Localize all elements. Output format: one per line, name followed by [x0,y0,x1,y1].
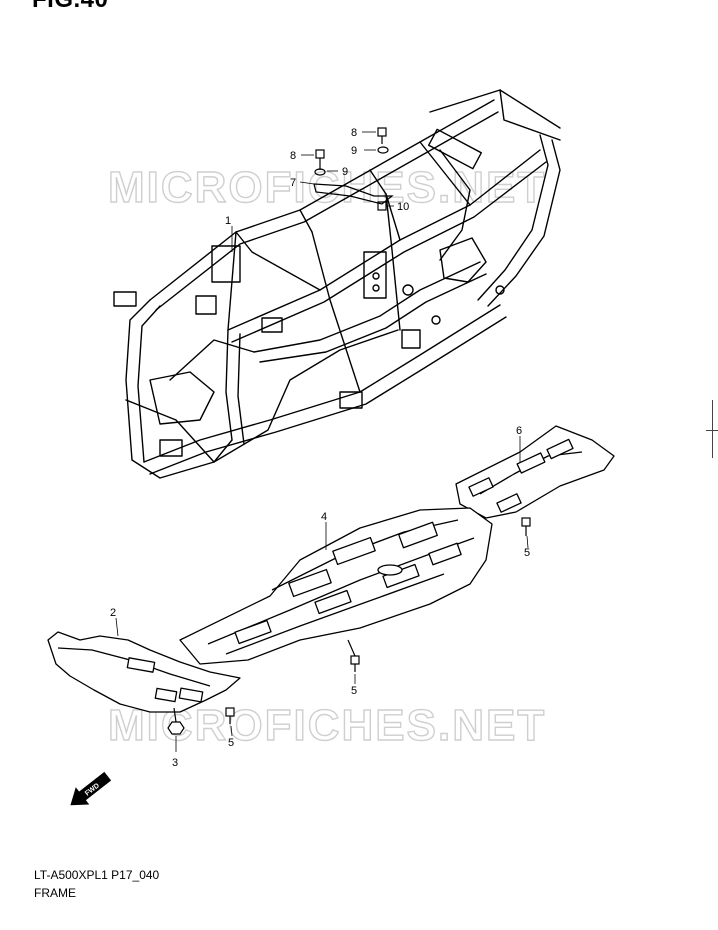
page-edge-tick [706,430,718,431]
bolt-8-left [315,149,325,159]
callout-6: 6 [516,425,522,437]
stay-7 [313,183,394,205]
leader-lines [115,131,529,752]
bolt-8-right [377,127,387,137]
front-skid-plate [47,631,241,713]
nut-10 [377,201,387,211]
callout-3: 3 [172,757,178,769]
callout-5-rear: 5 [524,547,530,559]
model-code: LT-A500XPL1 P17_040 [34,868,160,882]
callout-9-right: 9 [351,145,357,157]
figure-title: FIG.40 [32,0,108,14]
callout-5-center: 5 [351,685,357,697]
frame-assembly [113,89,561,479]
mounting-hardware [313,127,394,211]
washer-9-right [377,146,389,154]
callout-8-right: 8 [351,127,357,139]
callout-5-front: 5 [228,737,234,749]
watermark-top: MICROFICHES.NET [108,163,546,212]
bolts [167,517,531,735]
rear-under-cover [455,425,615,519]
page-edge-mark [712,400,718,458]
callout-labels: 1 2 3 4 5 5 5 6 7 8 8 9 9 10 [110,127,530,769]
nut-3 [167,707,185,735]
center-skid-plate [179,507,493,665]
callout-4: 4 [321,511,327,523]
washer-9-left [314,168,326,176]
figure-caption: FRAME [34,886,76,900]
callout-8-left: 8 [290,150,296,162]
callout-1: 1 [225,215,231,227]
callout-2: 2 [110,607,116,619]
bolt-5-center [347,639,360,672]
fwd-arrow-icon: FWD [70,771,112,806]
callout-9-left: 9 [342,166,348,178]
bolt-5-rear [521,517,531,536]
bolt-5-front [225,707,235,724]
callout-10: 10 [397,201,409,213]
callout-7: 7 [290,177,296,189]
figure-footer: LT-A500XPL1 P17_040 FRAME [34,866,159,902]
